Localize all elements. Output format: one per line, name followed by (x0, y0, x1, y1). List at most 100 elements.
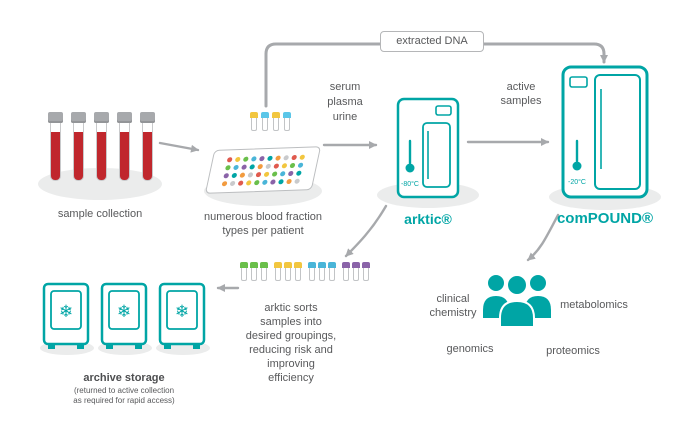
freezer-door (108, 290, 140, 330)
compound-door (594, 74, 641, 190)
blood-tube-group (48, 112, 155, 181)
plate-well (266, 155, 273, 161)
fraction-tube (294, 262, 302, 281)
freezer-door (50, 290, 82, 330)
active-samples-label: active samples (500, 81, 542, 107)
plate-well (279, 170, 286, 176)
freezer-foot (106, 344, 113, 349)
arktic-temperature: -80°C (401, 180, 419, 188)
people-icon (483, 274, 551, 328)
arrow-tubes-to-plate (158, 141, 200, 153)
arktic-display (435, 105, 452, 116)
plate-well (234, 156, 241, 162)
snowflake-icon: ❄ (59, 302, 73, 321)
thermometer-bulb (405, 163, 415, 173)
plate-well (272, 162, 280, 169)
plate-well (274, 155, 281, 161)
plate-well (232, 164, 239, 170)
extracted-dna-label: extracted DNA (380, 31, 484, 52)
plate-well (226, 156, 233, 162)
person-head (506, 274, 528, 296)
arktic-label: arktic® (404, 211, 452, 227)
fraction-tube (328, 262, 336, 281)
fractions-label: numerous blood fraction types per patien… (203, 211, 322, 237)
sorted-strip-group (240, 262, 370, 281)
fraction-tube (250, 262, 258, 281)
plate-well (248, 163, 255, 170)
plate-well (237, 180, 244, 186)
fraction-tube (272, 112, 280, 131)
proteomics-label: proteomics (546, 345, 600, 357)
freezer-door (166, 290, 198, 330)
person-head (488, 275, 504, 291)
plate-well (230, 172, 237, 178)
blood-tube (48, 112, 63, 181)
arrow-arktic-to-strips (344, 204, 388, 258)
freezer-foot (48, 344, 55, 349)
sorted-tube-strip (308, 262, 336, 281)
plate-well (245, 179, 252, 185)
fraction-tube (261, 112, 269, 131)
arktic-freezer-icon: -80°C (396, 97, 460, 199)
plate-well (250, 155, 257, 162)
freezer-foot (164, 344, 171, 349)
plate-well (263, 171, 270, 177)
blood-tube (94, 112, 109, 181)
archive-freezer-icon: ❄ (158, 282, 206, 349)
plate-well (224, 164, 231, 170)
microplate-icon (204, 146, 322, 194)
arktic-door (422, 122, 451, 188)
freezer-foot (193, 344, 200, 349)
plate-well (264, 163, 271, 169)
fraction-tube (250, 112, 258, 131)
person-head (530, 275, 546, 291)
fraction-tube (274, 262, 282, 281)
plate-well (271, 170, 278, 177)
plate-well (246, 171, 254, 178)
blood-tube (140, 112, 155, 181)
fraction-tube (352, 262, 360, 281)
sorted-tube-strip (274, 262, 302, 281)
sorted-tube-strip (240, 262, 268, 281)
clinical-chemistry-label: clinical chemistry (429, 293, 477, 319)
plate-well (297, 162, 304, 168)
plate-well (277, 178, 284, 184)
fraction-tube (240, 262, 248, 281)
genomics-label: genomics (446, 343, 494, 355)
plate-well (229, 180, 236, 186)
sorted-tube-strip (342, 262, 370, 281)
metabolomics-label: metabolomics (560, 299, 628, 311)
blood-tube (117, 112, 132, 181)
sort-note: arktic sorts samples into desired groupi… (245, 302, 337, 384)
fraction-tube (308, 262, 316, 281)
compound-label: comPOUND® (556, 210, 654, 227)
fraction-tube (283, 112, 291, 131)
microplate-wells (221, 154, 305, 186)
fraction-tube (342, 262, 350, 281)
plate-well (287, 170, 294, 176)
freezer-foot (135, 344, 142, 349)
plate-well (298, 154, 305, 160)
blood-tube (71, 112, 86, 181)
compound-display (569, 76, 588, 88)
thermometer-bulb (572, 161, 582, 171)
person-body (499, 299, 535, 328)
plate-well (290, 154, 297, 160)
archive-storage-label: archive storage (83, 372, 165, 384)
compound-freezer-icon: -20°C (561, 65, 649, 199)
plate-well (240, 164, 247, 170)
plate-well (221, 180, 228, 186)
plate-well (222, 172, 229, 178)
archive-storage-note: (returned to active collection as requir… (73, 386, 175, 405)
plate-well (285, 178, 292, 184)
fraction-tube (318, 262, 326, 281)
compound-body (561, 65, 649, 199)
arrow-compound-to-people (526, 213, 560, 262)
sample-collection-label: sample collection (57, 208, 143, 220)
plate-well (258, 155, 265, 161)
plate-well (282, 154, 289, 160)
compound-temperature: -20°C (568, 178, 586, 186)
snowflake-icon: ❄ (175, 302, 189, 321)
plate-well (293, 178, 300, 184)
